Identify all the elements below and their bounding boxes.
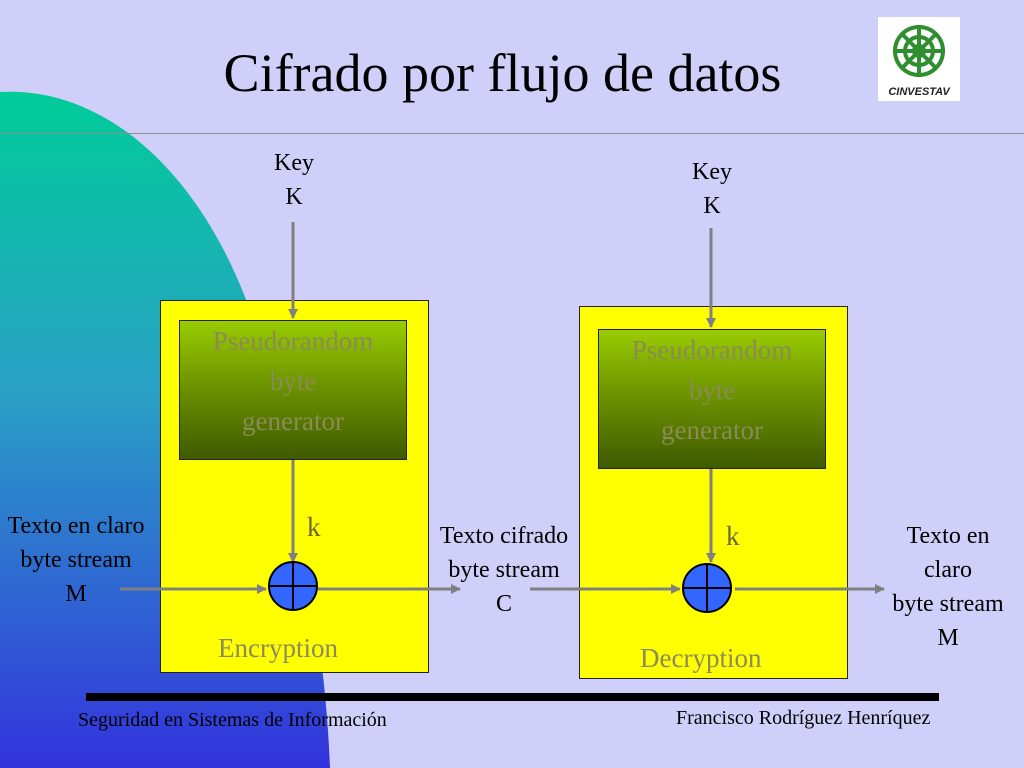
- decryption-key-word: Key: [692, 159, 732, 185]
- plaintext-input-line: Texto en claro: [7, 513, 145, 539]
- plaintext-output-label: Texto en claro byte stream M: [878, 519, 1018, 655]
- decryption-xor-icon: [682, 563, 732, 613]
- decryption-generator-line: Pseudorandom: [631, 335, 793, 365]
- plaintext-input-line: byte stream: [20, 547, 132, 573]
- encryption-generator: Pseudorandom byte generator: [179, 320, 407, 460]
- encryption-key-symbol: K: [285, 184, 303, 210]
- encryption-xor-icon: [268, 561, 318, 611]
- decryption-k-label: k: [726, 521, 740, 551]
- plaintext-output-line: byte stream: [892, 591, 1004, 617]
- decryption-generator: Pseudorandom byte generator: [598, 329, 826, 469]
- ciphertext-line: C: [495, 591, 512, 617]
- decryption-generator-line: byte: [688, 375, 736, 405]
- cinvestav-logo: CINVESTAV: [878, 17, 960, 101]
- decryption-key-symbol: K: [703, 193, 721, 219]
- footer-author: Francisco Rodríguez Henríquez: [676, 707, 931, 729]
- logo-text: CINVESTAV: [888, 86, 951, 98]
- plaintext-output-line: claro: [924, 557, 972, 583]
- title-divider: [0, 133, 1024, 134]
- footer-divider: [86, 693, 939, 701]
- footer-course: Seguridad en Sistemas de Información: [78, 709, 387, 731]
- ciphertext-line: byte stream: [448, 557, 560, 583]
- ciphertext-line: Texto cifrado: [439, 523, 569, 549]
- ciphertext-label: Texto cifrado byte stream C: [424, 519, 584, 621]
- encryption-generator-line: byte: [269, 366, 317, 396]
- encryption-generator-line: Pseudorandom: [212, 326, 374, 356]
- encryption-k-label: k: [307, 512, 321, 542]
- encryption-generator-line: generator: [242, 406, 344, 436]
- plaintext-output-line: M: [937, 625, 959, 651]
- decryption-label: Decryption: [640, 643, 762, 673]
- plaintext-input-line: M: [65, 581, 87, 607]
- decryption-key-label: Key K: [672, 155, 752, 223]
- encryption-key-label: Key K: [254, 146, 334, 214]
- plaintext-output-line: Texto en: [906, 523, 990, 549]
- encryption-key-word: Key: [274, 150, 314, 176]
- encryption-label: Encryption: [218, 633, 338, 663]
- slide-title: Cifrado por flujo de datos: [223, 43, 782, 103]
- decryption-generator-line: generator: [661, 415, 763, 445]
- plaintext-input-label: Texto en claro byte stream M: [0, 509, 156, 611]
